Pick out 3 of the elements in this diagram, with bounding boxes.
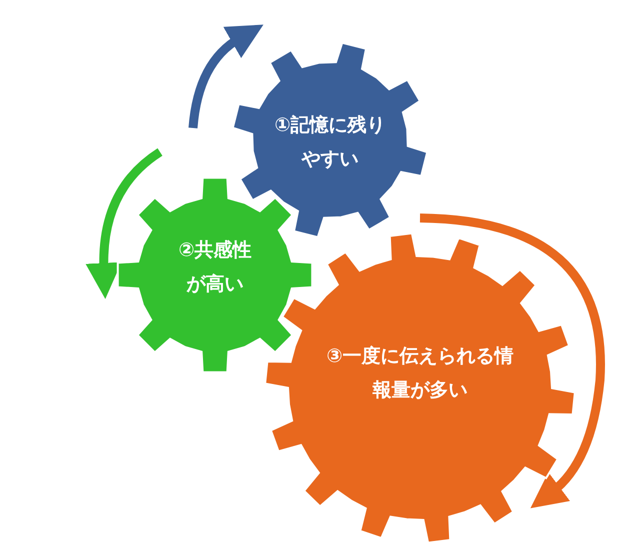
gear-label: ②共感性が高い bbox=[177, 238, 253, 297]
gear-label: ③一度に伝えられる情報量が多い bbox=[325, 344, 515, 403]
gear-label: ①記憶に残りやすい bbox=[274, 113, 386, 172]
